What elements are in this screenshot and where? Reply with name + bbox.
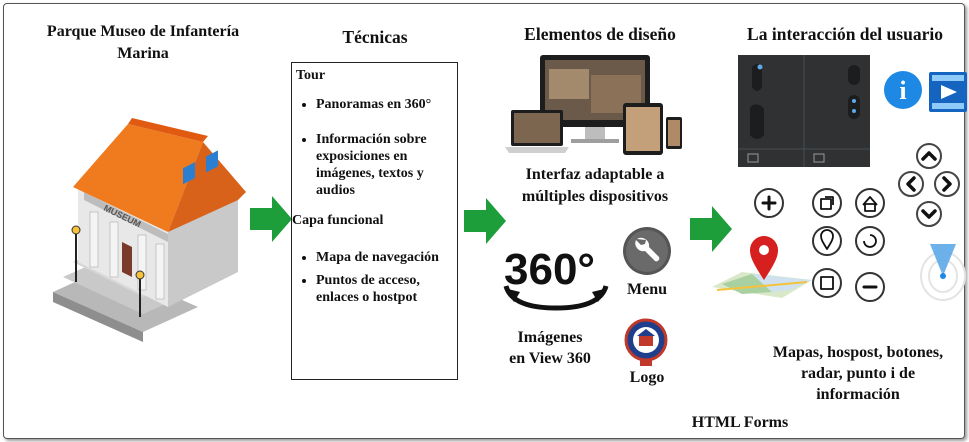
museum-title-line1: Parque Museo de Infantería: [46, 23, 240, 40]
view-360-icon: 360°: [503, 245, 609, 311]
radar-icon: [920, 244, 966, 301]
interaction-caption-line2: radar, punto i de: [800, 365, 916, 382]
logo-label: Logo: [629, 369, 665, 386]
techniques-title: Técnicas: [342, 27, 408, 47]
design-title: Elementos de diseño: [524, 24, 676, 44]
wrench-menu-icon: [623, 227, 671, 275]
info-glyph: i: [899, 76, 906, 105]
tour-heading: Tour: [296, 68, 326, 83]
video-icon: [929, 72, 967, 112]
responsive-caption-line1: Interfaz adaptable a: [525, 166, 665, 183]
footer-label: HTML Forms: [691, 414, 789, 431]
arrow-3: [690, 206, 732, 252]
navigation-controls-panel: [738, 55, 870, 167]
technique-item: Mapa de navegación: [316, 249, 453, 266]
responsive-devices-illustration: [505, 55, 682, 155]
map-pin-illustration: [712, 236, 812, 298]
museum-building-illustration: MUSEUM: [53, 118, 246, 342]
responsive-caption-line2: múltiples dispositivos: [521, 188, 669, 205]
badge-360-text: 360°: [504, 245, 595, 294]
menu-label: Menu: [627, 281, 667, 298]
functional-layer-heading: Capa funcional: [292, 213, 384, 228]
museum-title-line2: Marina: [117, 45, 169, 62]
arrow-1: [250, 196, 292, 242]
map-control-buttons: [754, 188, 885, 302]
direction-pad-icons: [898, 143, 960, 227]
technique-item: Puntos de acceso, enlaces o hostpot: [316, 272, 453, 306]
info-icon: i: [884, 71, 922, 109]
interaction-caption-line1: Mapas, hospost, botones,: [772, 344, 944, 361]
arrow-2: [464, 198, 506, 244]
logo-icon: [624, 318, 668, 366]
diagram-frame: [3, 3, 965, 439]
images-caption-line1: Imágenes: [517, 329, 583, 346]
interaction-caption-line3: información: [816, 386, 900, 403]
techniques-box: Tour Panoramas en 360° Información sobre…: [291, 62, 458, 380]
technique-item: Información sobre exposiciones en imágen…: [316, 131, 453, 199]
technique-item: Panoramas en 360°: [316, 96, 453, 113]
interaction-title: La interacción del usuario: [747, 24, 943, 44]
images-caption-line2: en View 360: [509, 350, 591, 367]
